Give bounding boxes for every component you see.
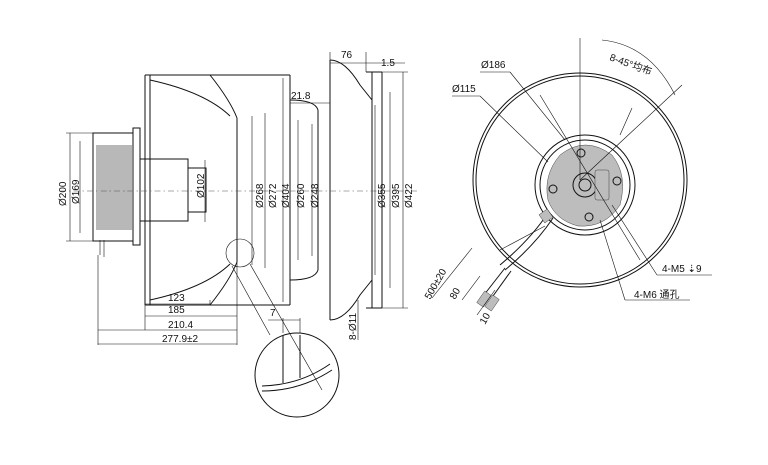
diameter-dimension-lines bbox=[66, 71, 408, 309]
cable bbox=[476, 208, 554, 312]
label-d422: Ø422 bbox=[404, 183, 415, 208]
inlet-ring bbox=[289, 59, 383, 321]
motor-face bbox=[534, 134, 636, 236]
label-d268: Ø268 bbox=[255, 183, 266, 208]
label-1-5: 1.5 bbox=[381, 58, 395, 69]
side-view: Ø200 Ø169 Ø102 Ø268 Ø272 Ø404 Ø260 Ø248 … bbox=[58, 50, 420, 418]
label-8-d11: 8-Ø11 bbox=[348, 313, 359, 340]
motor-cap bbox=[92, 127, 141, 257]
label-d248: Ø248 bbox=[310, 183, 321, 208]
front-leaders bbox=[431, 38, 712, 316]
label-m5: 4-M5 ⇣9 bbox=[662, 264, 702, 275]
label-detail-7: 7 bbox=[270, 308, 276, 319]
label-277-9: 277.9±2 bbox=[162, 334, 199, 345]
detail-view: 7 bbox=[254, 308, 340, 418]
label-10: 10 bbox=[478, 311, 493, 327]
label-123: 123 bbox=[168, 293, 185, 304]
detail-callout bbox=[225, 238, 323, 391]
hub bbox=[139, 158, 189, 222]
label-d169: Ø169 bbox=[71, 179, 82, 204]
label-d272: Ø272 bbox=[268, 183, 279, 208]
label-d200: Ø200 bbox=[58, 181, 69, 206]
label-21-8: 21.8 bbox=[291, 91, 311, 102]
construction-line-2 bbox=[619, 107, 633, 136]
label-500: 500±20 bbox=[423, 267, 449, 302]
label-angle: 8-45°均布 bbox=[608, 52, 653, 78]
label-d260: Ø260 bbox=[296, 183, 307, 208]
front-view: Ø186 Ø115 8-45°均布 4-M5 ⇣9 4-M6 通孔 500±20… bbox=[423, 38, 712, 327]
label-d355: Ø355 bbox=[377, 183, 388, 208]
label-80: 80 bbox=[448, 286, 463, 302]
label-d115: Ø115 bbox=[452, 84, 476, 95]
construction-line-1 bbox=[539, 94, 641, 261]
label-d102: Ø102 bbox=[196, 173, 207, 198]
label-m6: 4-M6 通孔 bbox=[634, 289, 680, 301]
label-185: 185 bbox=[168, 305, 185, 316]
impeller-back-plate bbox=[144, 74, 291, 306]
top-dimension-lines bbox=[290, 52, 405, 104]
label-210-4: 210.4 bbox=[168, 320, 193, 331]
label-d404: Ø404 bbox=[281, 183, 292, 208]
length-dimension-lines bbox=[97, 255, 238, 345]
label-76: 76 bbox=[341, 50, 353, 61]
hub-shaft bbox=[187, 167, 207, 213]
label-d395: Ø395 bbox=[391, 183, 402, 208]
label-d186: Ø186 bbox=[481, 60, 506, 71]
construction-line-3 bbox=[499, 225, 546, 251]
